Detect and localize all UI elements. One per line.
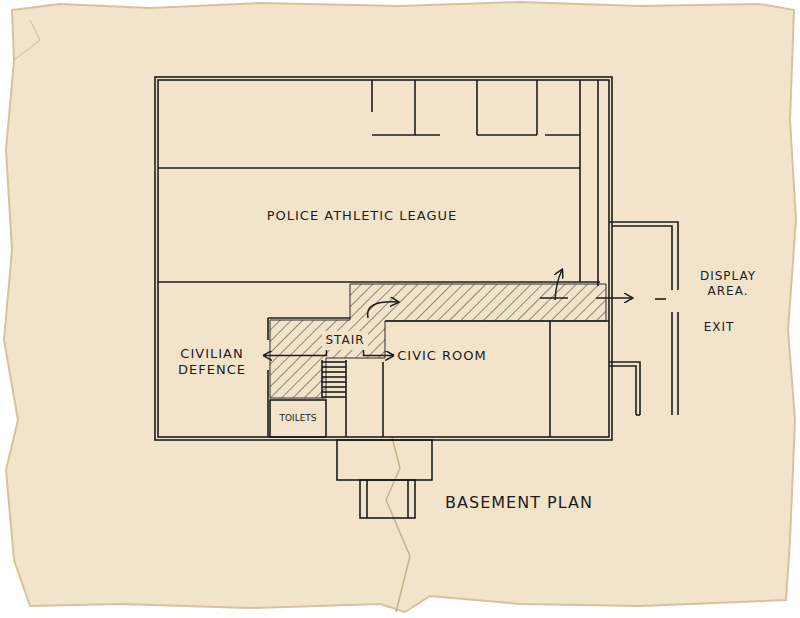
circulation-arrows <box>368 270 632 318</box>
wall-lines <box>609 222 678 290</box>
circulation-arrows <box>368 302 398 318</box>
wall-lines <box>385 320 609 322</box>
wall-lines <box>477 134 537 136</box>
plan-label: DISPLAY AREA. <box>680 268 776 300</box>
wall-lines <box>407 480 409 518</box>
wall-lines <box>337 440 432 480</box>
circulation-arrows <box>596 297 632 299</box>
torn-paper <box>4 2 796 612</box>
wall-lines <box>360 480 415 518</box>
paper-crack <box>386 437 410 612</box>
room-name: POLICE ATHLETIC LEAGUE <box>267 208 458 224</box>
wall-lines <box>155 77 678 518</box>
circulation-arrows <box>540 297 568 299</box>
circulation-arrow <box>263 350 326 356</box>
wall-lines <box>155 77 612 440</box>
wall-lines <box>636 414 640 416</box>
plan-caption: BASEMENT PLAN <box>443 492 595 514</box>
wall-lines <box>609 362 640 415</box>
wall-lines <box>322 376 346 378</box>
room-name: TOILETS <box>279 413 316 424</box>
wall-lines <box>612 226 672 290</box>
wall-lines <box>322 391 346 393</box>
wall-lines <box>268 317 350 319</box>
wall-lines <box>322 381 346 383</box>
hatched-corridor <box>270 284 606 398</box>
wall-lines <box>366 480 368 518</box>
wall-lines <box>597 80 599 286</box>
wall-lines <box>322 386 346 388</box>
wall-lines <box>545 134 580 136</box>
wall-lines <box>267 370 269 437</box>
wall-lines <box>677 312 679 415</box>
wall-lines <box>671 312 673 415</box>
wall-lines <box>382 362 384 437</box>
hatched-corridor <box>270 284 606 398</box>
wall-lines <box>579 80 581 282</box>
wall-lines <box>371 80 373 112</box>
plan-label: EXIT <box>702 319 737 336</box>
wall-lines <box>158 80 609 437</box>
wall-lines <box>322 366 346 368</box>
wall-lines <box>414 80 416 135</box>
wall-lines <box>536 80 538 135</box>
room-label-box: STAIR <box>322 331 367 350</box>
room-label-box: CIVIC ROOM <box>394 346 490 366</box>
room-name: STAIR <box>325 333 364 348</box>
circulation-arrow <box>364 350 395 356</box>
room-label-box: POLICE ATHLETIC LEAGUE <box>264 206 461 226</box>
wall-lines <box>322 361 346 363</box>
room-label-box: TOILETS <box>278 412 317 425</box>
wall-lines <box>322 371 346 373</box>
room-name: CIVIC ROOM <box>397 348 487 364</box>
wall-lines <box>655 298 666 300</box>
wall-lines <box>549 321 551 437</box>
room-name: CIVILIAN DEFENCE <box>164 346 260 379</box>
wall-lines <box>609 366 636 415</box>
paper-crease <box>14 20 40 60</box>
circulation-arrows <box>555 270 562 300</box>
wall-lines <box>476 80 478 135</box>
wall-lines <box>158 167 580 169</box>
wall-lines <box>322 396 346 398</box>
wall-lines <box>270 400 326 437</box>
room-label-box: CIVILIAN DEFENCE <box>161 344 263 381</box>
wall-lines <box>372 134 440 136</box>
wall-lines <box>158 281 600 283</box>
wall-lines <box>267 318 269 340</box>
